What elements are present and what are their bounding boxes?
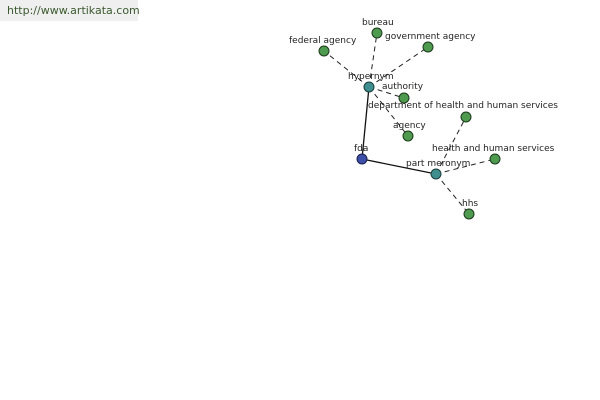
node-part-meronym[interactable] [430, 168, 442, 180]
node-label-hhs[interactable]: hhs [462, 199, 478, 209]
edge-fda-to-part-meronym [361, 158, 437, 175]
edge-hypernym-to-government-agency [368, 46, 429, 88]
edge-hypernym-to-bureau [368, 32, 378, 88]
node-label-federal-agency[interactable]: federal agency [289, 36, 357, 46]
edge-part-meronym-to-health-human-services [435, 158, 496, 175]
node-label-dept-hhs[interactable]: department of health and human services [368, 101, 558, 111]
node-fda[interactable] [356, 153, 368, 165]
node-authority[interactable] [398, 92, 410, 104]
node-hypernym[interactable] [363, 81, 375, 93]
node-dept-hhs[interactable] [460, 111, 472, 123]
edge-hypernym-to-agency [368, 86, 409, 137]
node-label-agency[interactable]: agency [393, 121, 426, 131]
node-label-government-agency[interactable]: government agency [385, 32, 476, 42]
node-agency[interactable] [402, 130, 414, 142]
node-bureau[interactable] [371, 27, 383, 39]
node-hhs[interactable] [463, 208, 475, 220]
edge-hypernym-to-federal-agency [323, 50, 370, 88]
node-government-agency[interactable] [422, 41, 434, 53]
edge-hypernym-to-authority [368, 86, 405, 99]
graph-labels: fda hypernym part meronym bureau federal age… [289, 18, 558, 209]
node-health-human-services[interactable] [489, 153, 501, 165]
node-label-hypernym[interactable]: hypernym [348, 72, 394, 82]
node-label-part-meronym[interactable]: part meronym [406, 159, 470, 169]
graph-nodes [318, 27, 501, 220]
edge-part-meronym-to-dept-hhs [435, 116, 467, 175]
node-label-health-human-services[interactable]: health and human services [432, 144, 555, 154]
node-label-fda[interactable]: fda [354, 144, 368, 154]
node-federal-agency[interactable] [318, 45, 330, 57]
site-url-banner[interactable]: http://www.artikata.com [0, 0, 140, 21]
node-label-bureau[interactable]: bureau [362, 18, 394, 28]
graph-edges [323, 32, 496, 215]
edge-fda-to-hypernym [361, 86, 370, 160]
node-label-authority[interactable]: authority [382, 82, 424, 92]
